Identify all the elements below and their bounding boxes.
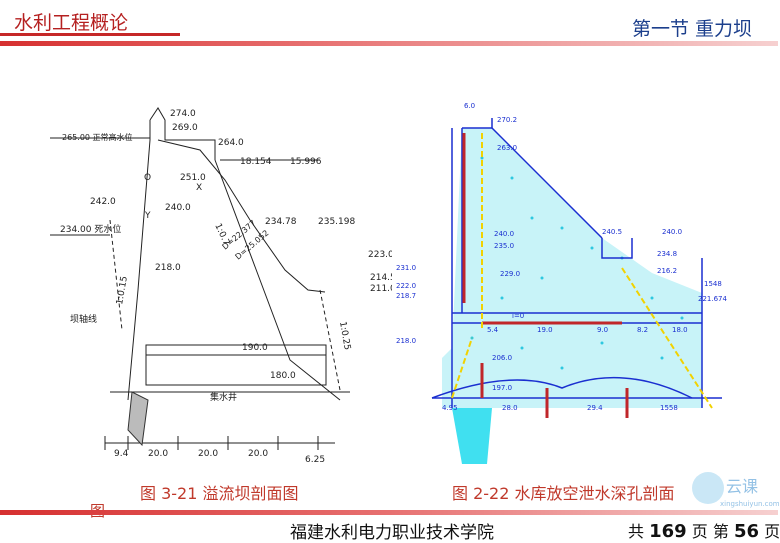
header-divider-bar [0,41,778,46]
label-elev-229: 229.0 [500,270,520,278]
cutoff-wall [127,391,149,447]
label-elev-218: 218.0 [396,337,416,345]
spillway-dam-drawing: 274.0 269.0 265.00 正常高水位 264.0 18.154 15… [50,107,396,465]
spillway-dam-section-figure: 274.0 269.0 265.00 正常高水位 264.0 18.154 15… [50,100,396,470]
label-elev-197: 197.0 [492,384,512,392]
label-elev-240-right: 240.0 [662,228,682,236]
label-dim-495: 4.95 [442,404,458,412]
label-dim-54: 5.4 [487,326,499,334]
watermark-brand: 云课 [726,477,758,496]
section-title: 第一节 重力坝 [631,18,752,40]
label-elev-2187: 218.7 [396,292,416,300]
label-elev-23478: 234.78 [265,217,297,227]
label-dim-28: 28.0 [502,404,518,412]
label-dead-water: 234.00 死水位 [60,223,121,235]
page-indicator: 共 169 页 第 56 页 [628,518,780,542]
label-dim-19: 19.0 [537,326,553,334]
label-elev-222: 222.0 [396,282,416,290]
page-suffix: 页 [764,522,780,541]
course-title: 水利工程概论 [14,12,129,34]
label-dim-60: 6.0 [464,102,475,110]
label-elev-2145: 214.5 [370,273,396,283]
label-elev-235198: 235.198 [318,217,355,227]
label-dim-20a: 20.0 [148,449,168,459]
label-slope-07: 1:0.7 [212,222,231,247]
label-elev-180: 180.0 [270,371,296,381]
caption-deep-outlet: 图 2-22 水库放空泄水深孔剖面 [452,484,675,503]
label-elev-2162: 216.2 [657,267,677,275]
label-elev-264: 264.0 [218,138,244,148]
label-sump-well: 集水井 [210,391,237,403]
label-elev-240: 240.0 [494,230,514,238]
label-elev-190: 190.0 [242,343,268,353]
current-page: 56 [733,521,760,542]
watermark-url: xingshuiyun.com [720,500,780,508]
label-dim-18: 18.0 [672,326,688,334]
label-elev-221674: 221.674 [698,295,727,303]
label-axis-y: Y [144,211,151,221]
label-dim-18154: 18.154 [240,157,272,167]
label-dim-1558: 1558 [660,404,678,412]
label-dam-axis: 坝轴线 [70,313,97,325]
label-elev-235: 235.0 [494,242,514,250]
label-elev-2405: 240.5 [602,228,622,236]
label-elev-242: 242.0 [90,197,116,207]
label-dim-20b: 20.0 [198,449,218,459]
label-point-o: O [144,173,151,183]
gate-house [601,238,633,259]
label-elev-211: 211.0 [370,284,396,294]
school-name: 福建水利电力职业技术学院 [290,523,494,543]
tailwater-flow [452,408,492,464]
label-slope-i0: i=0 [512,312,524,320]
spillway-profile [157,139,326,293]
label-elev-2702: 270.2 [497,116,517,124]
label-elev-263: 263.0 [497,144,517,152]
ground-profile [431,376,693,399]
page-mid: 页 第 [691,522,729,541]
label-slope-015: 1:0.15 [115,275,130,305]
watermark-logo: 云课 xingshuiyun.com [690,468,780,512]
label-elev-2348: 234.8 [657,250,677,258]
crest-line [462,118,493,129]
page-prefix: 共 [628,522,645,541]
label-elev-218: 218.0 [155,263,181,273]
title-underline [0,33,180,36]
label-dim-9: 9.0 [597,326,608,334]
crest-pier [149,107,216,160]
label-elev-240: 240.0 [165,203,191,213]
label-dim-15996: 15.996 [290,157,322,167]
label-dim-625: 6.25 [305,455,325,465]
deep-outlet-drawing: 6.0 270.2 263.0 240.0 240.5 240.0 235.0 … [396,102,727,464]
label-elev-274: 274.0 [170,109,196,119]
label-dim-20c: 20.0 [248,449,268,459]
label-dim-294: 29.4 [587,404,603,412]
label-dim-82: 8.2 [637,326,648,334]
dam-body-fill [442,128,702,408]
label-elev-251: 251.0 [180,173,206,183]
label-normal-water: 265.00 正常高水位 [62,132,133,142]
deep-outlet-section-figure: 6.0 270.2 263.0 240.0 240.5 240.0 235.0 … [392,98,730,464]
label-dim-94: 9.4 [114,449,129,459]
caption-spillway-dam: 图 3-21 溢流坝剖面图 [140,484,299,503]
label-slope-025: 1:0.25 [337,321,352,351]
downstream-face [214,159,341,401]
label-dim-1548-a: 1548 [704,280,722,288]
watermark-circle-icon [692,472,724,504]
total-pages: 169 [649,521,687,542]
footer-divider-bar [0,510,778,515]
label-elev-269: 269.0 [172,123,198,133]
upstream-face [127,120,151,401]
label-elev-223: 223.0 [368,250,394,260]
label-elev-206: 206.0 [492,354,512,362]
label-elev-231: 231.0 [396,264,416,272]
label-axis-x: X [196,183,202,193]
gallery [145,344,327,386]
downstream-slope [491,127,603,239]
